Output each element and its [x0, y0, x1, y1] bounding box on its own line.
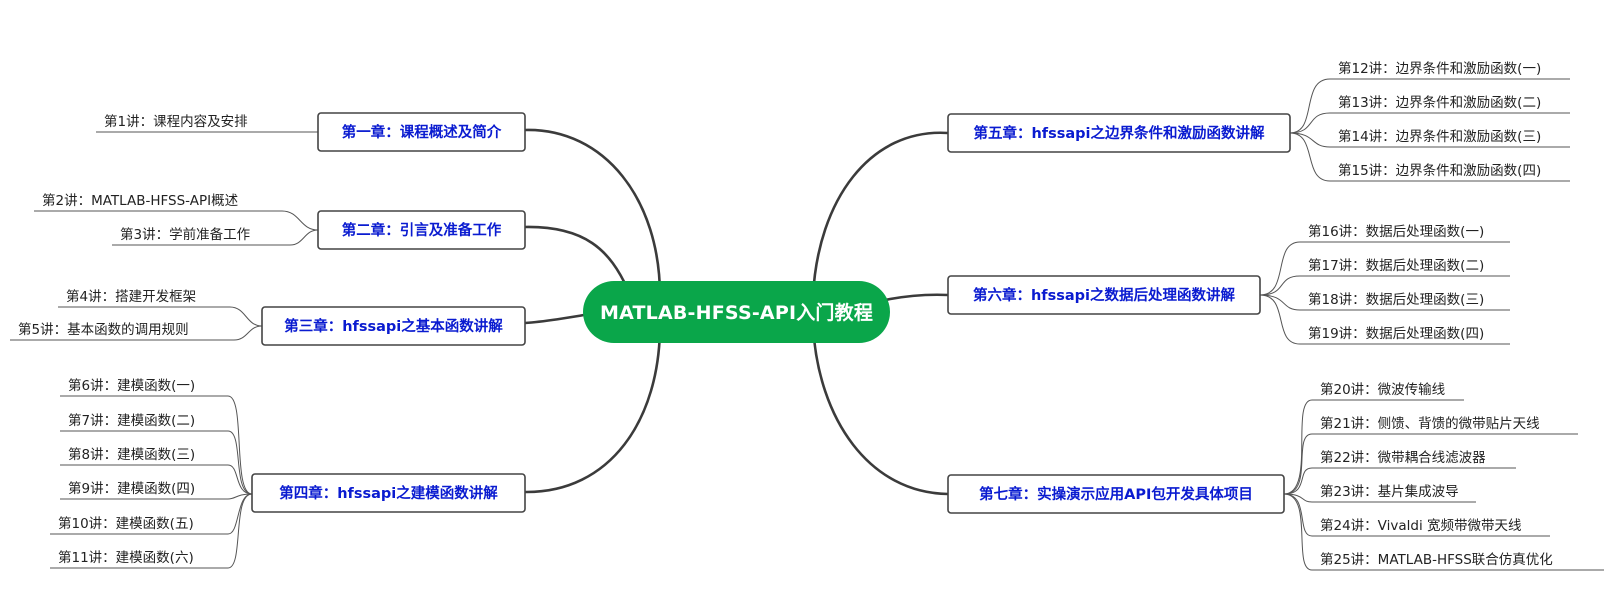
root-node-label: MATLAB-HFSS-API入门教程 — [600, 301, 873, 324]
chapter-node-7[interactable]: 第七章：实操演示应用API包开发具体项目 — [947, 474, 1285, 514]
link-ch7-l21 — [1283, 433, 1313, 495]
lesson-17[interactable]: 第17讲：数据后处理函数(二) — [1308, 257, 1484, 274]
lesson-19[interactable]: 第19讲：数据后处理函数(四) — [1308, 325, 1484, 342]
lesson-11[interactable]: 第11讲：建模函数(六) — [58, 549, 194, 566]
chapter-4-label: 第四章：hfssapi之建模函数讲解 — [279, 484, 498, 502]
link-ch5-l15 — [1289, 132, 1331, 182]
lesson-4[interactable]: 第4讲：搭建开发框架 — [66, 288, 196, 305]
edge-ch6 — [883, 293, 950, 302]
link-ch7-l20 — [1283, 399, 1313, 495]
root-node[interactable]: MATLAB-HFSS-API入门教程 — [583, 281, 890, 343]
root-chapter-edges — [523, 128, 950, 496]
edge-ch7 — [811, 323, 950, 496]
lesson-9[interactable]: 第9讲：建模函数(四) — [68, 480, 195, 497]
link-ch4-l6 — [227, 395, 253, 495]
root-node-box — [583, 281, 890, 343]
lesson-10[interactable]: 第10讲：建模函数(五) — [58, 515, 194, 532]
chapter-3-box — [261, 306, 526, 346]
link-ch6-l19 — [1259, 294, 1301, 345]
lesson-24[interactable]: 第24讲：Vivaldi 宽频带微带天线 — [1320, 517, 1522, 534]
link-ch6-l16 — [1259, 241, 1301, 296]
lesson-1[interactable]: 第1讲：课程内容及安排 — [104, 113, 248, 130]
link-ch3-l4 — [229, 306, 263, 327]
chapter-5-label: 第五章：hfssapi之边界条件和激励函数讲解 — [973, 124, 1265, 142]
chapter-nodes: 第一章：课程概述及简介 第二章：引言及准备工作 第三章：hfssapi之基本函数… — [251, 112, 1291, 514]
link-ch2-l2 — [281, 210, 319, 231]
link-ch7-l25 — [1283, 493, 1313, 571]
chapter-1-box — [317, 112, 526, 152]
chapter-node-2[interactable]: 第二章：引言及准备工作 — [317, 210, 526, 250]
lesson-3[interactable]: 第3讲：学前准备工作 — [120, 226, 250, 243]
link-ch7-l24 — [1283, 493, 1313, 537]
lesson-21[interactable]: 第21讲：侧馈、背馈的微带贴片天线 — [1320, 415, 1540, 432]
chapter-4-box — [251, 473, 526, 513]
chapter-6-box — [947, 275, 1261, 315]
link-ch7-l23 — [1283, 493, 1313, 503]
link-ch4-l9 — [227, 493, 253, 500]
link-ch2-l3 — [289, 229, 319, 246]
link-ch7-l22 — [1283, 467, 1313, 495]
lesson-22[interactable]: 第22讲：微带耦合线滤波器 — [1320, 449, 1486, 466]
lesson-16[interactable]: 第16讲：数据后处理函数(一) — [1308, 223, 1484, 240]
link-ch4-l7 — [227, 430, 253, 495]
link-ch5-l13 — [1289, 112, 1331, 134]
chapter-7-label: 第七章：实操演示应用API包开发具体项目 — [979, 485, 1253, 503]
chapter-7-box — [947, 474, 1285, 514]
chapter-node-3[interactable]: 第三章：hfssapi之基本函数讲解 — [261, 306, 526, 346]
chapter-node-6[interactable]: 第六章：hfssapi之数据后处理函数讲解 — [947, 275, 1261, 315]
chapter-node-1[interactable]: 第一章：课程概述及简介 — [317, 112, 526, 152]
chapter-node-4[interactable]: 第四章：hfssapi之建模函数讲解 — [251, 473, 526, 513]
chapter-node-5[interactable]: 第五章：hfssapi之边界条件和激励函数讲解 — [947, 113, 1291, 153]
lesson-6[interactable]: 第6讲：建模函数(一) — [68, 377, 195, 394]
lesson-underlines — [10, 78, 1604, 571]
link-ch4-l8 — [227, 464, 253, 495]
link-ch6-l17 — [1259, 275, 1301, 296]
lesson-20[interactable]: 第20讲：微波传输线 — [1320, 381, 1445, 398]
lesson-7[interactable]: 第7讲：建模函数(二) — [68, 412, 195, 429]
edge-ch2 — [523, 225, 630, 292]
link-ch4-l11 — [227, 493, 253, 569]
chapter-5-box — [947, 113, 1291, 153]
link-ch5-l14 — [1289, 132, 1331, 148]
edge-ch1 — [523, 128, 662, 298]
link-ch6-l18 — [1259, 294, 1301, 311]
chapter-lesson-links — [96, 78, 1331, 571]
edge-ch5 — [811, 131, 950, 298]
lesson-23[interactable]: 第23讲：基片集成波导 — [1320, 483, 1459, 500]
link-ch3-l5 — [233, 325, 263, 341]
lesson-25[interactable]: 第25讲：MATLAB-HFSS联合仿真优化 — [1320, 551, 1553, 568]
link-ch5-l12 — [1289, 78, 1331, 134]
chapter-1-label: 第一章：课程概述及简介 — [342, 123, 502, 141]
lesson-13[interactable]: 第13讲：边界条件和激励函数(二) — [1338, 94, 1541, 111]
chapter-3-label: 第三章：hfssapi之基本函数讲解 — [284, 317, 503, 335]
lesson-15[interactable]: 第15讲：边界条件和激励函数(四) — [1338, 162, 1541, 179]
lesson-labels: 第1讲：课程内容及安排 第2讲：MATLAB-HFSS-API概述 第3讲：学前… — [18, 60, 1553, 568]
lesson-18[interactable]: 第18讲：数据后处理函数(三) — [1308, 291, 1484, 308]
chapter-6-label: 第六章：hfssapi之数据后处理函数讲解 — [973, 286, 1236, 304]
lesson-12[interactable]: 第12讲：边界条件和激励函数(一) — [1338, 60, 1541, 77]
lesson-8[interactable]: 第8讲：建模函数(三) — [68, 446, 195, 463]
edge-ch4 — [523, 323, 662, 494]
chapter-2-box — [317, 210, 526, 250]
lesson-2[interactable]: 第2讲：MATLAB-HFSS-API概述 — [42, 192, 238, 209]
lesson-14[interactable]: 第14讲：边界条件和激励函数(三) — [1338, 128, 1541, 145]
chapter-2-label: 第二章：引言及准备工作 — [342, 221, 502, 239]
lesson-5[interactable]: 第5讲：基本函数的调用规则 — [18, 321, 189, 338]
